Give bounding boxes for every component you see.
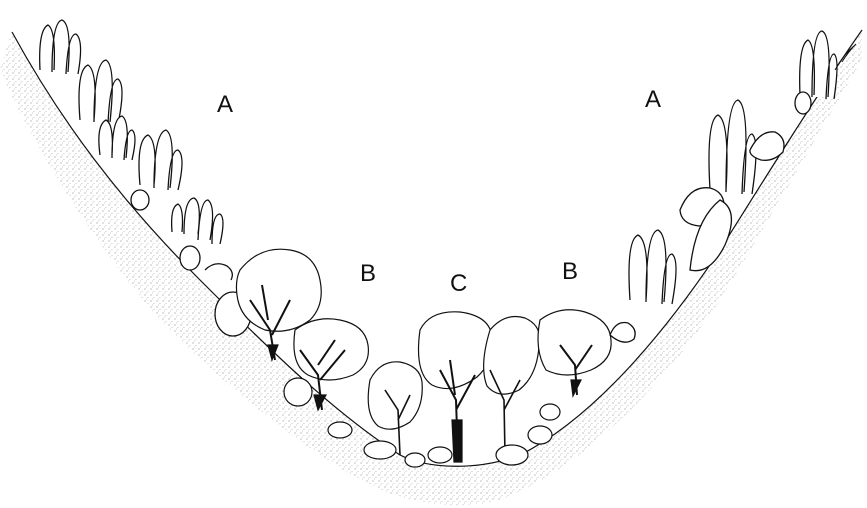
zone-label-b-right: B xyxy=(562,260,578,284)
zone-label-a-right: A xyxy=(645,88,661,112)
valley-ground xyxy=(0,30,862,505)
zone-label-a-left: A xyxy=(217,93,233,117)
right-slope-cacti xyxy=(610,31,837,342)
zone-label-b-left: B xyxy=(360,262,376,286)
zone-label-c-center: C xyxy=(450,272,467,296)
